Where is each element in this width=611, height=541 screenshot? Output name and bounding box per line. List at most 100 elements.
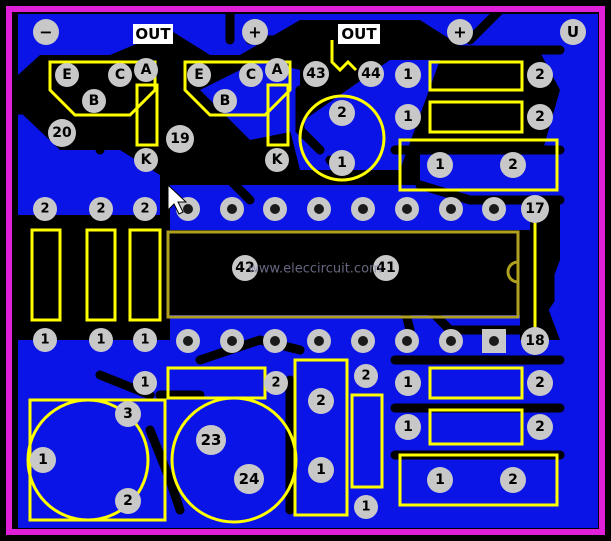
transistor-outline-1 [48,60,157,117]
label-r2-2: 2 [535,109,545,125]
pad-24 [234,464,264,494]
ic-pad-top-1-hole [183,204,193,214]
pad-17 [521,195,549,223]
label-r1-1: 1 [403,67,413,83]
t1-pin-b: B [89,93,100,109]
t2-pin-b: B [220,93,231,109]
pad-r1-2 [527,62,553,88]
pad-b2-2 [308,388,334,414]
pad-v1-1 [33,328,57,352]
label-23: 23 [201,431,222,449]
label-41: 41 [376,260,395,276]
label-r1-2: 2 [535,67,545,83]
resistor-outline-r1 [428,60,524,92]
pad-top-plus-1 [242,19,268,45]
pad-t2-a [265,58,289,82]
pad-v1-2 [33,197,57,221]
copper-layer [18,14,598,528]
label-v1-1: 1 [40,333,49,348]
pad-23 [196,425,226,455]
ic-pad-top-8-hole [489,204,499,214]
label-r5-2: 2 [535,419,545,435]
label-v2-1: 1 [96,333,105,348]
pad-41 [373,255,399,281]
cap-outline-top [298,94,386,182]
ic-pad-bottom-1-hole [183,336,193,346]
label-19: 19 [170,131,189,147]
t2-pin-e: E [194,67,204,83]
pad-v2-1 [89,328,113,352]
pad-r6-2 [500,467,526,493]
resistor-outline-v2 [85,228,117,322]
top-label-u: U [567,23,579,41]
pad-r1-1 [395,62,421,88]
mouse-cursor-icon [167,183,188,215]
cap-outline-big-2 [170,396,298,524]
label-42: 42 [235,260,254,276]
pad-v2-2 [89,197,113,221]
pad-t2-c [239,63,263,87]
label-bc1-1: 1 [38,452,48,468]
pad-t2-b [213,89,237,113]
label-b1-1: 1 [140,376,149,391]
pad-r6-1 [427,467,453,493]
top-label-minus-left: − [39,23,52,42]
label-bc1-2: 2 [123,493,133,509]
pad-44 [358,61,384,87]
label-44: 44 [361,66,381,82]
pad-b2-1 [308,457,334,483]
ic-pad-top-3-hole [270,204,280,214]
pad-r2-1 [395,104,421,130]
pad-r3-2 [500,152,526,178]
label-v3-2: 2 [140,202,149,217]
pad-b1-2 [264,371,288,395]
ic-pad-bottom-7-hole [446,336,456,346]
label-bc1-3: 3 [123,406,133,422]
label-r3-2: 2 [508,157,518,173]
label-20: 20 [52,125,72,141]
pad-t1-e [55,63,79,87]
t2-pin-a: A [272,62,283,78]
t2-pin-k: K [272,152,284,168]
label-b3-1: 1 [361,500,370,515]
label-24: 24 [239,470,260,488]
label-b1-2: 2 [271,376,280,391]
diode-body-1 [135,83,159,147]
label-r6-1: 1 [435,472,445,488]
ic-pad-top-4-hole [314,204,324,214]
ic-pad-bottom-2-hole [227,336,237,346]
pad-v3-2 [133,197,157,221]
t1-pin-e: E [62,67,72,83]
pad-t1-a [134,58,158,82]
ic-pad-bottom-5-hole [358,336,368,346]
label-r3-1: 1 [435,157,445,173]
pad-43 [303,61,329,87]
pad-42 [232,255,258,281]
ic-pad-bottom-8-hole [489,336,499,346]
labels-group: − OUT + OUT + U E C A B K E C A B K 20 [30,19,586,519]
label-b2-1: 1 [316,462,326,478]
pad-t2-e [187,63,211,87]
pad-t1-c [108,63,132,87]
label-cap-top-2: 2 [337,105,347,121]
t1-pin-a: A [141,62,152,78]
pad-bc1-1 [30,447,56,473]
resistor-outline-r6 [398,453,559,507]
pad-r5-1 [395,414,421,440]
resistor-outline-v1 [30,228,62,322]
pad-cap-top-2 [329,100,355,126]
resistor-outline-b2 [293,358,349,517]
label-v2-2: 2 [96,202,105,217]
label-b3-2: 2 [361,369,370,384]
board-border [6,6,605,535]
watermark: www.eleccircuit.com [248,262,381,277]
label-v3-1: 1 [140,333,149,348]
pad-18 [521,327,549,355]
pad-t2-k [265,148,289,172]
label-r6-2: 2 [508,472,518,488]
pad-bc1-2 [115,488,141,514]
ic-pad-bottom-3-hole [270,336,280,346]
ic-pad-top-5-hole [358,204,368,214]
pad-b1-1 [133,371,157,395]
